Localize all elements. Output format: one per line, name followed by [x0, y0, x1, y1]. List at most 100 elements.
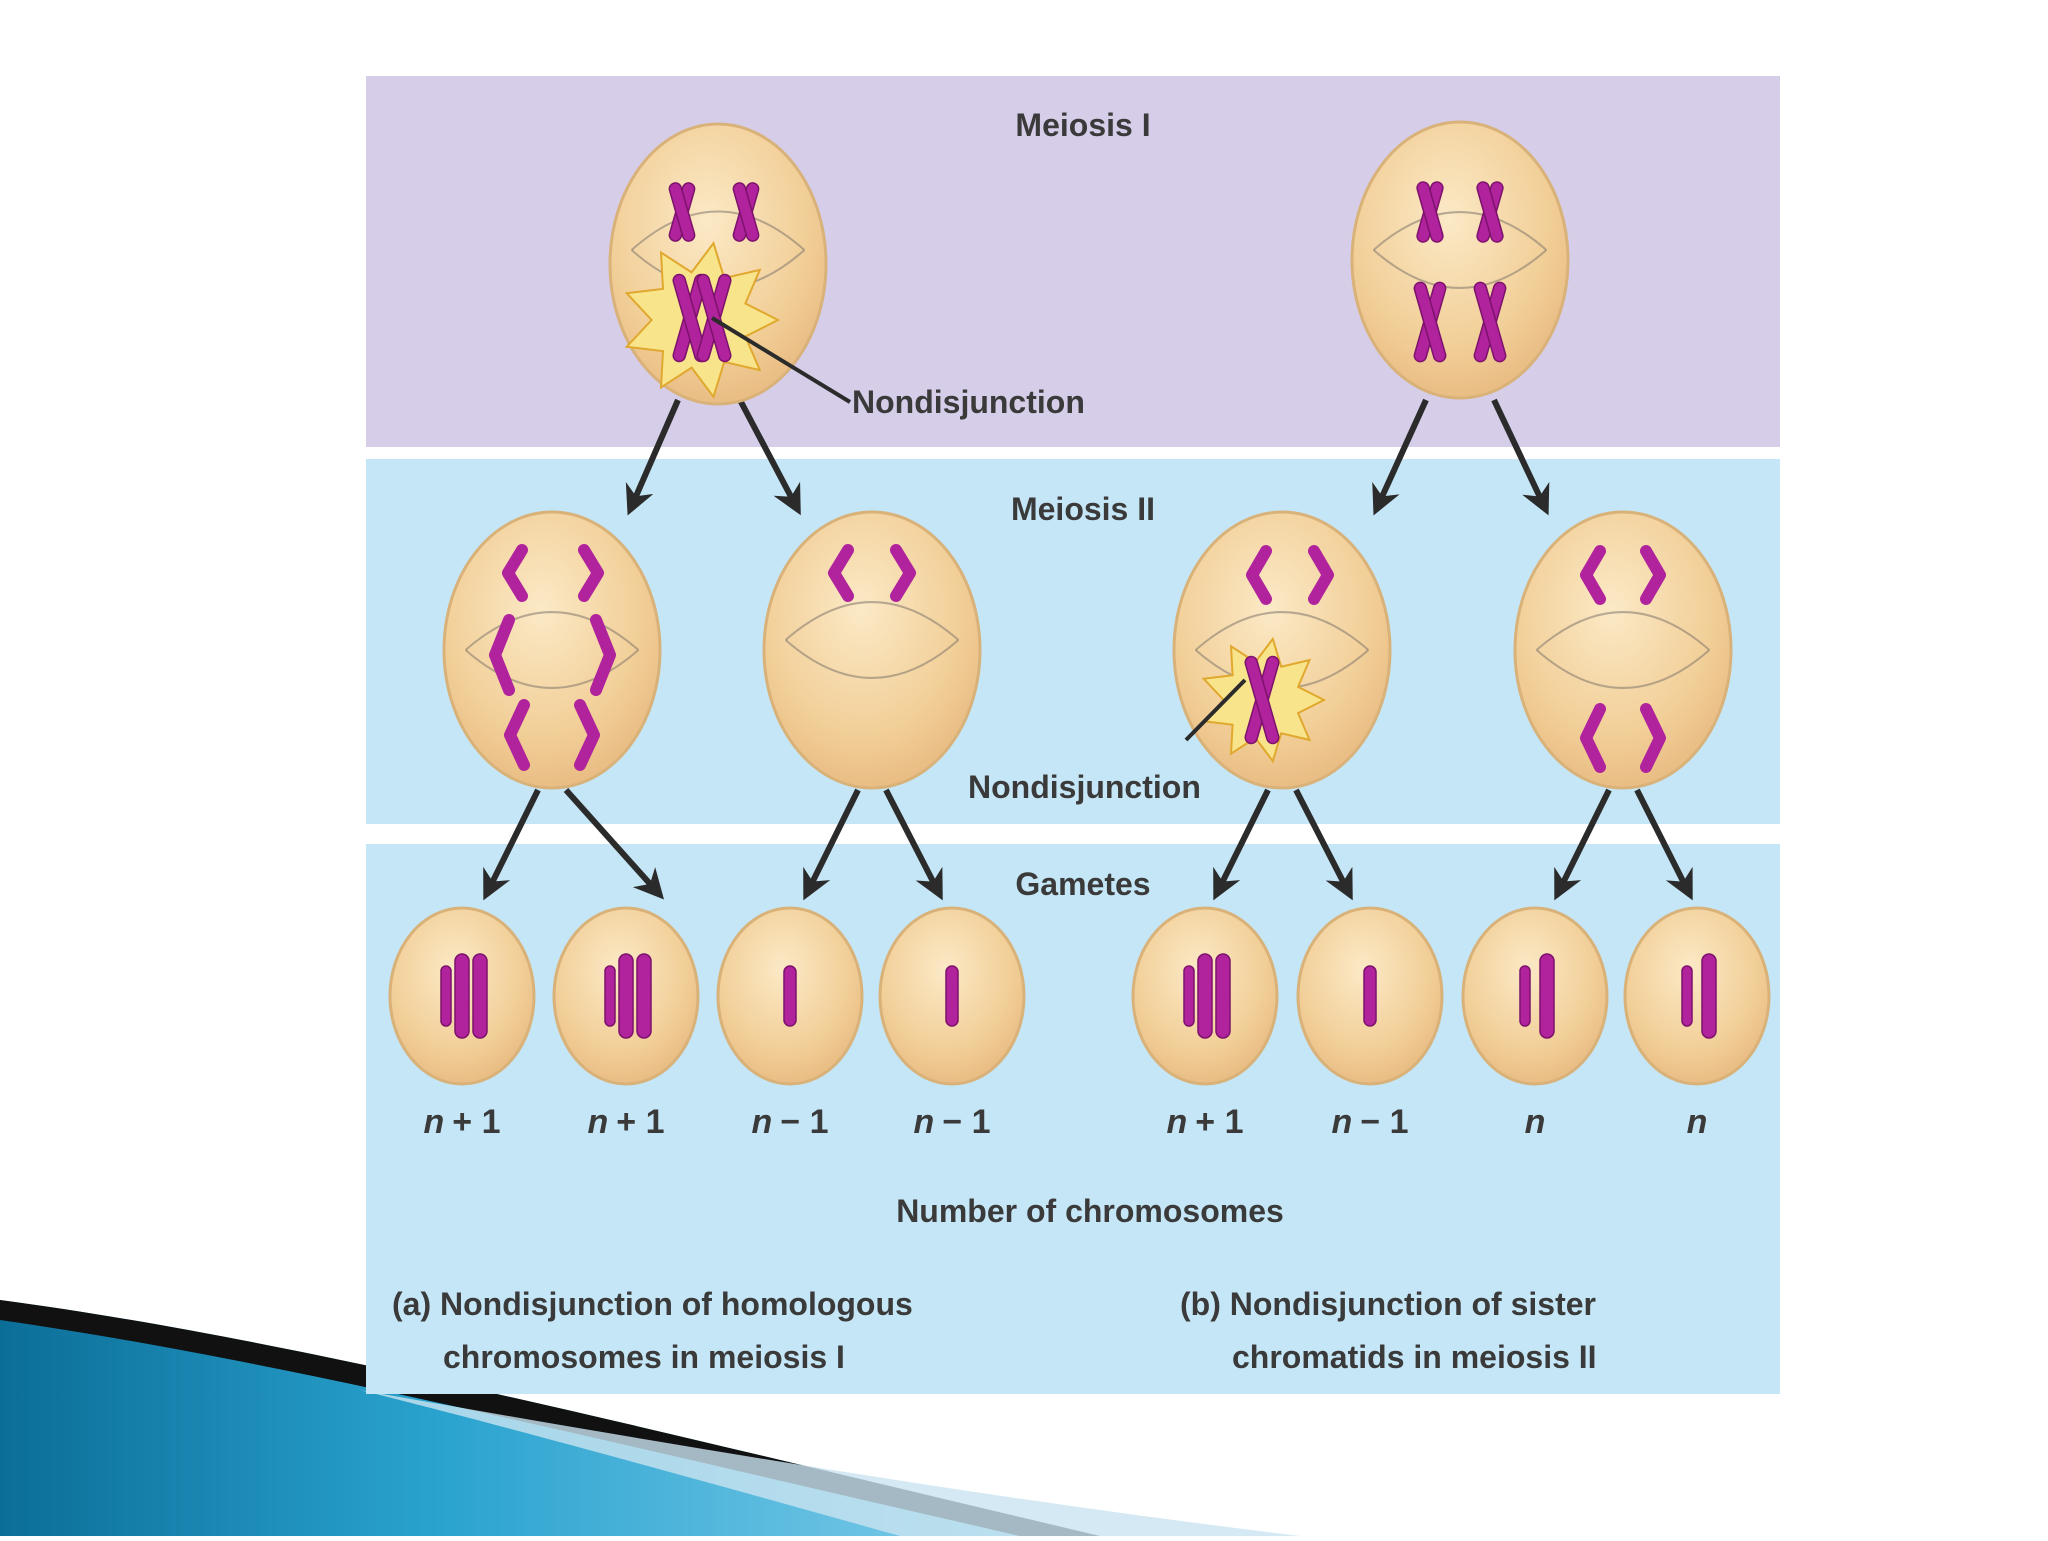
- spindle-fiber: [630, 210, 806, 251]
- chromatid: [1640, 545, 1666, 605]
- caption-a-line-2: chromosomes in meiosis I: [443, 1339, 845, 1375]
- gamete-a-3: [716, 906, 864, 1086]
- spindle-fiber: [784, 601, 960, 641]
- meiosis-2-cell-1: [442, 510, 662, 790]
- slide-swoosh-decoration: [0, 1300, 1300, 1536]
- gamete-label: n− 1: [752, 1103, 829, 1141]
- spindle-fiber: [784, 639, 960, 679]
- spindle-fiber: [464, 649, 640, 689]
- chromosome: [472, 953, 488, 1039]
- caption-b-line-2: chromatids in meiosis II: [1232, 1339, 1597, 1375]
- chromosome-count-caption: Number of chromosomes: [896, 1193, 1284, 1229]
- nondisjunction-label-1: Nondisjunction: [852, 384, 1085, 420]
- chromosome: [1519, 965, 1531, 1027]
- cell-membrane: [1172, 510, 1392, 790]
- chromosome: [1476, 181, 1504, 243]
- gamete-a-4: [878, 906, 1026, 1086]
- chromosome: [636, 953, 652, 1039]
- division-arrow: [1634, 788, 1693, 901]
- chromosome: [945, 965, 959, 1027]
- spindle-fiber: [1194, 611, 1370, 651]
- division-arrow: [1554, 788, 1612, 901]
- chromosome: [783, 965, 797, 1027]
- chromosome: [618, 953, 634, 1039]
- chromosome: [1197, 953, 1213, 1039]
- gamete-b-2: [1296, 906, 1444, 1086]
- chromatid: [1580, 545, 1606, 605]
- arrows: [483, 398, 1693, 901]
- division-arrow: [563, 787, 665, 900]
- gamete-label: n+ 1: [1167, 1103, 1244, 1141]
- chromosome: [732, 182, 760, 242]
- chromosome: [668, 182, 696, 242]
- spindle-fiber: [1372, 211, 1548, 251]
- chromosome: [1183, 965, 1195, 1027]
- chromatid: [1246, 545, 1272, 605]
- chromatid: [1640, 703, 1666, 773]
- chromosome: [1681, 965, 1693, 1027]
- meiosis-2-cell-4: [1513, 510, 1733, 790]
- division-arrow: [803, 788, 861, 901]
- chromatid: [828, 544, 854, 602]
- meiosis-2-cell-3: [1172, 510, 1392, 790]
- division-arrow: [883, 788, 943, 901]
- meiosis-2-title: Meiosis II: [1011, 491, 1155, 527]
- spindle-fiber: [1535, 649, 1711, 689]
- meiosis-1-cell-b: [1350, 120, 1570, 400]
- chromatid: [890, 544, 916, 602]
- meiosis-1-title: Meiosis I: [1015, 107, 1150, 143]
- division-arrow: [1491, 398, 1550, 516]
- gamete-label: n− 1: [1332, 1103, 1409, 1141]
- chromatid: [578, 544, 604, 602]
- chromosome: [1363, 965, 1377, 1027]
- spindle-fiber: [1535, 611, 1711, 651]
- chromatid: [489, 614, 515, 696]
- chromatid: [590, 614, 616, 696]
- chromosome: [454, 953, 470, 1039]
- gametes-title: Gametes: [1015, 866, 1150, 902]
- cell-membrane: [1623, 906, 1771, 1086]
- gamete-b-4: [1623, 906, 1771, 1086]
- cell-membrane: [1350, 120, 1570, 400]
- chromatid: [502, 544, 528, 602]
- gamete-label: n+ 1: [424, 1103, 501, 1141]
- gamete-label: n: [1687, 1103, 1708, 1141]
- nondisjunction-pointer-2: [1184, 678, 1247, 742]
- division-arrow: [737, 398, 801, 516]
- chromosome: [604, 965, 616, 1027]
- nondisjunction-pointer-1: [710, 316, 852, 404]
- gamete-label: n: [1525, 1103, 1546, 1141]
- gamete-a-2: [552, 906, 700, 1086]
- gamete-a-1: [388, 906, 536, 1086]
- division-arrow: [625, 398, 681, 516]
- cells: [388, 120, 1771, 1086]
- cell-membrane: [442, 510, 662, 790]
- chromatid: [1308, 545, 1334, 605]
- caption-b-line-1: (b) Nondisjunction of sister: [1180, 1286, 1596, 1322]
- division-arrow: [1372, 398, 1429, 516]
- gamete-b-1: [1131, 906, 1279, 1086]
- spindle-fiber: [1372, 249, 1548, 289]
- chromosome: [440, 965, 452, 1027]
- chromosome: [1701, 953, 1717, 1039]
- chromatid: [1580, 703, 1606, 773]
- caption-a-line-1: (a) Nondisjunction of homologous: [392, 1286, 913, 1322]
- division-arrow: [483, 788, 541, 901]
- chromosome: [1215, 953, 1231, 1039]
- division-arrow: [1213, 788, 1271, 901]
- cell-membrane: [762, 510, 982, 790]
- cell-membrane: [1461, 906, 1609, 1086]
- gamete-label: n+ 1: [588, 1103, 665, 1141]
- chromosome: [1416, 181, 1444, 243]
- nondisjunction-label-2: Nondisjunction: [968, 769, 1201, 805]
- meiosis-1-cell-a: [608, 122, 828, 406]
- division-arrow: [1293, 788, 1353, 901]
- spindle-fiber: [464, 611, 640, 651]
- chromatid: [574, 699, 600, 771]
- gamete-label: n− 1: [914, 1103, 991, 1141]
- chromatid: [504, 699, 530, 771]
- meiosis-2-cell-2: [762, 510, 982, 790]
- chromosome: [1473, 281, 1507, 363]
